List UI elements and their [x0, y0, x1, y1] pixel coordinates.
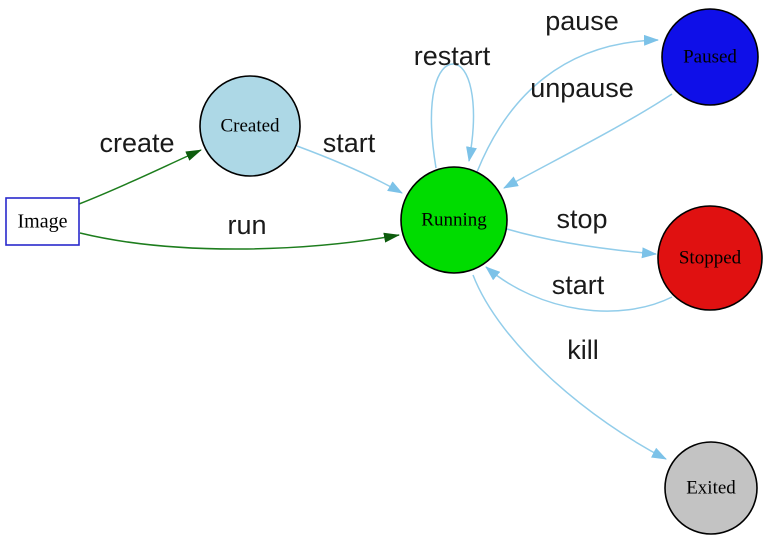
edge-label-create: create	[99, 128, 174, 158]
edge-restart-arrow	[430, 63, 477, 169]
node-shape-exited	[664, 441, 758, 535]
edge-start-arrow	[296, 145, 403, 194]
node-shape-paused	[661, 8, 759, 106]
node-label-image: Image	[18, 211, 68, 233]
edge-label-start: start	[323, 128, 376, 158]
edge-run-arrow	[79, 232, 400, 250]
edge-create-arrow	[78, 149, 202, 205]
edge-label-stop: stop	[556, 204, 607, 234]
node-created: Created	[199, 75, 301, 177]
node-running: Running	[400, 166, 508, 274]
edge-stop-arrow	[506, 228, 657, 259]
node-label-running: Running	[421, 210, 487, 231]
node-stopped: Stopped	[657, 205, 763, 311]
node-label-created: Created	[220, 116, 280, 137]
edge-label-start-2: start	[552, 270, 605, 300]
edge-layer: create run start restart pause unpause stop sta…	[78, 6, 673, 460]
edge-start-2-arrow	[485, 266, 673, 312]
node-paused: Paused	[661, 8, 759, 106]
edge-label-run: run	[227, 210, 266, 240]
edge-label-restart: restart	[414, 41, 491, 71]
edge-pause-arrow	[476, 34, 659, 173]
edge-kill-arrow	[472, 274, 667, 460]
node-shape-running	[400, 166, 508, 274]
node-shape-stopped	[657, 205, 763, 311]
node-label-stopped: Stopped	[679, 248, 742, 269]
node-exited: Exited	[664, 441, 758, 535]
edge-label-unpause: unpause	[530, 73, 634, 103]
node-label-exited: Exited	[686, 478, 736, 499]
node-image: Image	[5, 197, 80, 246]
edge-unpause-arrow	[503, 93, 673, 189]
node-shape-created	[199, 75, 301, 177]
edge-label-kill: kill	[567, 335, 599, 365]
node-shape-image	[5, 197, 80, 246]
edge-label-pause: pause	[545, 6, 619, 36]
node-label-paused: Paused	[683, 47, 737, 68]
